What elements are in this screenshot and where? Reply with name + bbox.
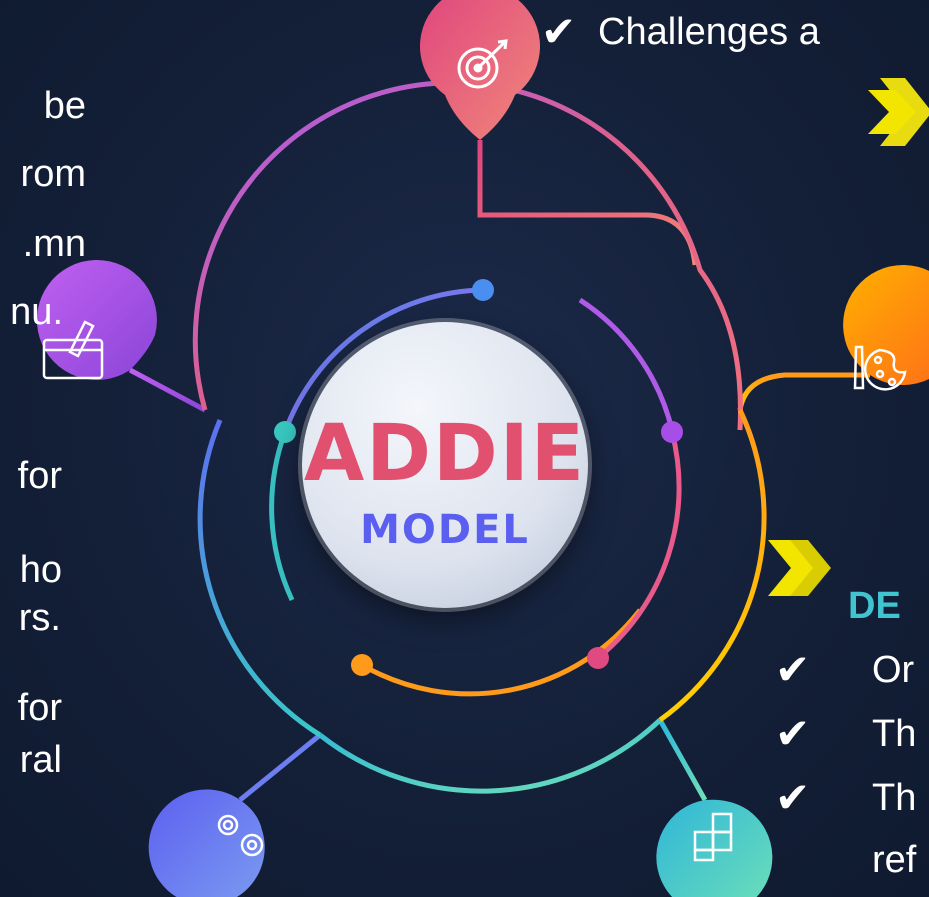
- left-text-line: nu.: [10, 291, 63, 333]
- ring-inner-top-arc: [282, 287, 484, 433]
- ring-left-arc: [197, 419, 322, 738]
- left-text-line: .mn: [22, 223, 86, 265]
- right-list-item: Or: [872, 649, 915, 691]
- ring-dot: [351, 654, 373, 676]
- ring-inner-bottom-arc: [360, 608, 642, 697]
- connector-bottom-left: [238, 733, 322, 802]
- palette-icon: [853, 345, 907, 391]
- right-list-item: Th: [872, 777, 917, 819]
- connector-top: [477, 140, 698, 266]
- puzzle-icon: [693, 812, 733, 862]
- chevron-right-mid: [768, 540, 831, 596]
- chevron-top-right: [868, 78, 929, 146]
- ring-inner-mid-arc: [269, 431, 295, 602]
- left-text-line: ho: [19, 549, 62, 591]
- design-tablet-icon: [42, 320, 104, 380]
- left-text-line: rom: [20, 153, 86, 195]
- node-top: [420, 0, 540, 140]
- connector-bottom-right: [657, 718, 708, 802]
- design-heading: DE: [848, 585, 901, 627]
- node-right: [843, 264, 929, 391]
- gears-icon: [217, 814, 264, 857]
- connector-right: [737, 372, 870, 411]
- left-text-line: for: [17, 455, 62, 497]
- left-text-line: ral: [19, 739, 62, 781]
- ring-dot: [587, 647, 609, 669]
- challenges-heading: Challenges a: [598, 11, 820, 53]
- connector-left: [128, 367, 207, 413]
- ring-dot: [661, 421, 683, 443]
- target-icon: [457, 39, 508, 89]
- ring-right-arc: [658, 408, 767, 723]
- check-icon: ✔: [775, 773, 811, 822]
- right-list-item: ref: [872, 839, 917, 881]
- left-text-line: be: [43, 85, 86, 127]
- check-icon: ✔: [775, 645, 811, 694]
- check-icon: ✔: [541, 7, 577, 56]
- left-text-line: for: [17, 687, 62, 729]
- right-list-item: Th: [872, 713, 917, 755]
- node-bottom-right: [656, 799, 773, 897]
- addie-core-circle: ADDIE MODEL: [302, 322, 588, 608]
- model-subtitle: MODEL: [360, 507, 530, 553]
- node-left: [36, 259, 157, 380]
- ring-bottom-arc: [318, 718, 662, 794]
- ring-inner-right-bottom-arc: [596, 431, 682, 660]
- addie-title: ADDIE: [303, 409, 587, 499]
- ring-dot: [472, 279, 494, 301]
- left-text-line: rs.: [18, 597, 61, 639]
- ring-inner-right-arc: [578, 297, 675, 431]
- ring-dot: [274, 421, 296, 443]
- check-icon: ✔: [775, 709, 811, 758]
- node-bottom-left: [148, 789, 265, 897]
